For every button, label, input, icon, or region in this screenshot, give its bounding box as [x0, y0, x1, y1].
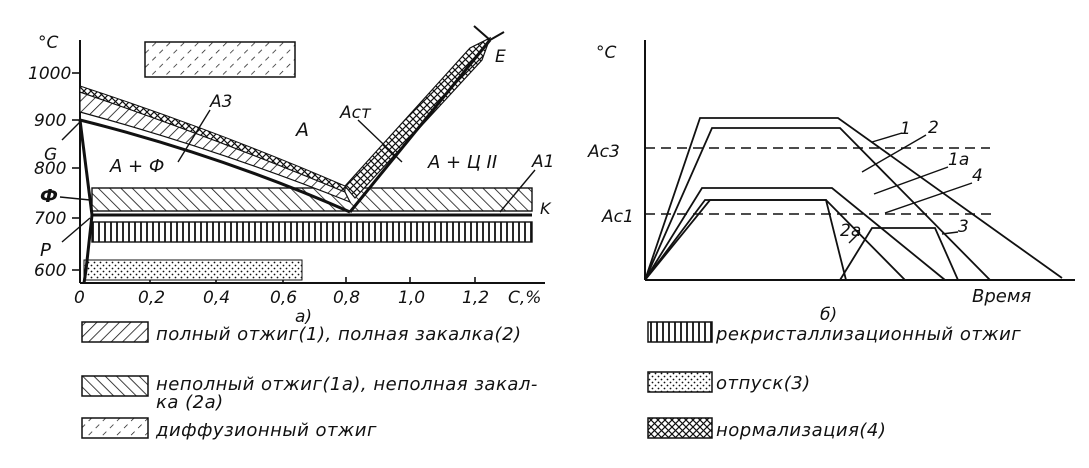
left-x-unit: C,%: [508, 288, 541, 308]
zone-recrystallization: [91, 221, 533, 243]
label-curve-4: 4: [972, 166, 983, 186]
right-caption: б): [820, 305, 837, 325]
zone-normalization-acm: [344, 36, 492, 199]
left-x-tick-06: 0,6: [270, 288, 297, 308]
right-x-label: Время: [972, 286, 1031, 307]
left-x-tick-02: 0,2: [138, 288, 165, 308]
label-phase-a: A: [294, 119, 309, 141]
left-x-tick-10: 1,0: [398, 288, 425, 308]
zone-tempering: [83, 259, 303, 281]
schedule-diagram: °C Время б) Ac3 Ac1 1 2 1a 4 2a 3: [587, 40, 1075, 325]
zone-diffusion-anneal: [144, 41, 296, 78]
curve-1a: [644, 187, 946, 281]
curve-2a: [644, 199, 847, 281]
point-e-mark: [473, 25, 505, 42]
label-a1: A1: [531, 152, 554, 172]
left-y-tick-800: 800: [34, 159, 66, 179]
line-a3: [79, 118, 351, 214]
curve-pointers: [848, 132, 973, 244]
left-y-tick-1000: 1000: [28, 64, 71, 84]
line-gp: [78, 119, 94, 216]
label-curve-2: 2: [928, 118, 939, 138]
curve-3: [839, 227, 959, 281]
curve-4: [644, 199, 906, 281]
left-x-tick-12: 1,2: [462, 288, 489, 308]
legend-swatch-partial-anneal: [81, 375, 149, 397]
left-y-tick-900: 900: [34, 111, 66, 131]
schedule-curves: [644, 117, 1063, 281]
legend-swatch-recrystallization: [647, 321, 713, 343]
label-point-e: E: [495, 47, 506, 67]
legend-label-full-anneal: полный отжиг(1), полная закалка(2): [156, 324, 522, 345]
label-curve-2a: 2a: [840, 221, 861, 241]
label-curve-1: 1: [900, 119, 911, 139]
left-y-ticks: [72, 72, 80, 271]
legend-label-partial-anneal: неполный отжиг(1а), неполная закал-: [156, 374, 538, 395]
label-ac3: Ac3: [587, 142, 620, 162]
legend-swatch-diffusion-anneal: [81, 417, 149, 439]
legend-swatch-tempering: [647, 371, 713, 393]
legend-label-normalization: нормализация(4): [716, 420, 886, 441]
fe-c-diagram: °C 1000 900 800 700 600 0 0,2 0,4 0,6 0,…: [28, 25, 554, 327]
label-point-g: G: [44, 145, 57, 165]
label-phase-a-c: A + Ц II: [427, 152, 497, 173]
label-curve-1a: 1a: [948, 150, 969, 170]
zone-normalization-lower: [79, 85, 346, 193]
label-acm: Aст: [339, 103, 372, 123]
legend-swatch-full-anneal: [81, 321, 149, 343]
left-y-tick-700: 700: [34, 209, 66, 229]
label-point-f: Ф: [40, 186, 58, 207]
curve-1: [644, 117, 1063, 281]
left-y-unit: °C: [38, 33, 59, 53]
line-acm: [348, 39, 492, 213]
legend-swatch-normalization: [647, 417, 713, 439]
legend-label-tempering: отпуск(3): [716, 373, 811, 394]
label-phase-a-f: A + Ф: [109, 156, 164, 177]
left-x-tick-08: 0,8: [333, 288, 360, 308]
legend: полный отжиг(1), полная закалка(2) непол…: [81, 321, 1021, 441]
zone-partial-anneal: [91, 187, 533, 212]
left-caption: а): [295, 307, 312, 327]
label-point-k: K: [540, 199, 552, 218]
label-ac1: Ac1: [601, 207, 634, 227]
right-y-unit: °C: [596, 43, 617, 63]
left-y-tick-600: 600: [34, 261, 66, 281]
legend-label-partial-anneal-2: ка (2а): [156, 392, 224, 413]
label-a3: A3: [209, 92, 232, 112]
label-point-p: P: [40, 240, 51, 261]
legend-label-diffusion-anneal: диффузионный отжиг: [155, 420, 377, 441]
curve-2: [644, 127, 991, 281]
legend-label-recrystallization: рекристаллизационный отжиг: [715, 324, 1021, 345]
line-pq: [82, 214, 94, 284]
label-curve-3: 3: [958, 217, 969, 237]
left-x-tick-0: 0: [74, 288, 85, 308]
left-x-tick-04: 0,4: [203, 288, 230, 308]
